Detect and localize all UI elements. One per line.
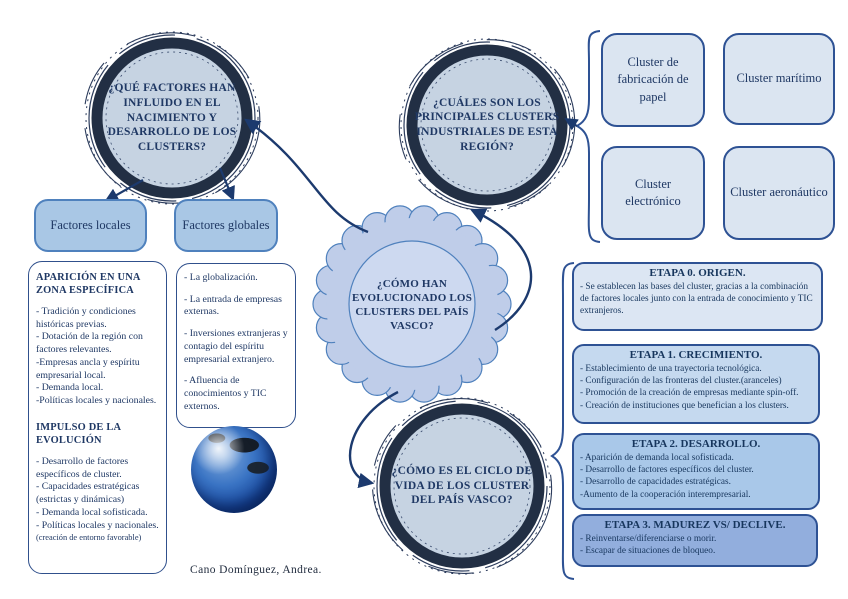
global-factors-item: - Afluencia de conocimientos y TIC exter… (184, 375, 267, 412)
local-factors-item: - Tradición y condiciones históricas pre… (36, 306, 136, 330)
node-main-clusters-question: ¿CUÁLES SON LOS PRINCIPALES CLUSTERS IND… (414, 96, 560, 153)
global-factors-item: - La entrada de empresas externas. (184, 293, 282, 318)
local-factors-item: - Dotación de la región con factores rel… (36, 331, 143, 356)
stage-item: -Aumento de la cooperación interempresar… (580, 489, 751, 500)
lifecycle-node-shape (371, 397, 553, 575)
stage-title: ETAPA 1. CRECIMIENTO. (629, 349, 763, 361)
global-factors-item: - Inversiones extranjeras y contagio del… (184, 328, 288, 365)
evolution-node-shape (312, 205, 512, 403)
local-factors-item: - Capacidades estratégicas (estrictas y … (36, 481, 140, 506)
local-factors-heading-aparicion: APARICIÓN EN UNA ZONA ESPECÍFICA (36, 272, 141, 296)
arrow-evolution-to-main-clusters (469, 208, 533, 332)
arrow-evolution-to-factors (244, 118, 369, 234)
stage-title: ETAPA 3. MADUREZ VS/ DECLIVE. (604, 519, 786, 531)
stage-title: ETAPA 0. ORIGEN. (649, 267, 746, 279)
author-credit: Cano Domínguez, Andrea. (190, 564, 322, 576)
stage-item: - Promoción de la creación de empresas m… (580, 388, 799, 399)
stage-item: - Creación de instituciones que benefici… (580, 400, 789, 411)
stage-item: - Se establecen las bases del cluster, g… (580, 281, 813, 317)
cluster-box-papel: Cluster de fabricación de papel (601, 33, 705, 127)
stage-item: - Desarrollo de capacidades estratégicas… (580, 477, 731, 488)
local-factors-item: - Desarrollo de factores específicos de … (36, 455, 129, 480)
brace-cluster-boxes (574, 30, 601, 243)
factors-node-shape (83, 31, 261, 205)
local-factors-item: -Políticas locales y nacionales. (36, 395, 157, 407)
brace-stage-boxes (550, 262, 575, 580)
local-factors-item: -Empresas ancla y espíritu empresarial l… (36, 356, 140, 381)
local-factors-note-box: APARICIÓN EN UNA ZONA ESPECÍFICA - Tradi… (28, 261, 167, 574)
arrow-brace-to-main-clusters (564, 117, 579, 131)
globe-earth-icon (191, 426, 277, 513)
node-factors-question: ¿QUÉ FACTORES HAN INFLUIDO EN EL NACIMIE… (107, 82, 237, 154)
stage-item: - Reinventarse/diferenciarse o morir. (580, 533, 717, 544)
global-factors-note-box: - La globalización. - La entrada de empr… (176, 263, 296, 428)
cluster-box-aeronautico: Cluster aeronáutico (723, 146, 835, 240)
stage-item: - Establecimiento de una trayectoria tec… (580, 363, 762, 374)
local-factors-item: - Demanda local sofisticada. (36, 506, 148, 518)
local-factors-heading-impulso: IMPULSO DE LA EVOLUCIÓN (36, 421, 121, 446)
stage-item: - Aparición de demanda local sofisticada… (580, 452, 734, 463)
stage-box-desarrollo: ETAPA 2. DESARROLLO. - Aparición de dema… (572, 433, 820, 510)
arrow-to-factores-globales (218, 167, 235, 201)
stage-box-crecimiento: ETAPA 1. CRECIMIENTO. - Establecimiento … (572, 344, 820, 424)
cluster-box-maritimo: Cluster marítimo (723, 33, 835, 125)
arrow-evolution-to-lifecycle (348, 390, 399, 489)
stage-item: - Configuración de las fronteras del clu… (580, 376, 782, 387)
local-factors-note: (creación de entorno favorable) (36, 533, 142, 543)
node-lifecycle-question: ¿CÓMO ES EL CICLO DE VIDA DE LOS CLUSTER… (391, 464, 533, 507)
stage-box-madurez-declive: ETAPA 3. MADUREZ VS/ DECLIVE. - Reinvent… (572, 514, 818, 567)
global-factors-item: - La globalización. (184, 272, 258, 283)
local-factors-item: - Demanda local. (36, 382, 104, 394)
stage-item: - Escapar de situaciones de bloqueo. (580, 546, 716, 557)
stage-title: ETAPA 2. DESARROLLO. (631, 438, 761, 450)
local-factors-item: - Políticas locales y nacionales. (creac… (36, 520, 159, 545)
arrow-to-factores-locales (104, 179, 144, 203)
local-factors-item-text: - Políticas locales y nacionales. (36, 519, 159, 531)
node-evolution-question: ¿CÓMO HAN EVOLUCIONADO LOS CLUSTERS DEL … (351, 277, 473, 333)
factores-globales-box: Factores globales (174, 199, 278, 252)
cluster-box-electronico: Cluster electrónico (601, 146, 705, 240)
stage-item: - Desarrollo de factores específicos del… (580, 465, 754, 476)
stage-box-origen: ETAPA 0. ORIGEN. - Se establecen las bas… (572, 262, 823, 331)
factores-locales-box: Factores locales (34, 199, 147, 252)
main-clusters-node-shape (398, 38, 576, 212)
